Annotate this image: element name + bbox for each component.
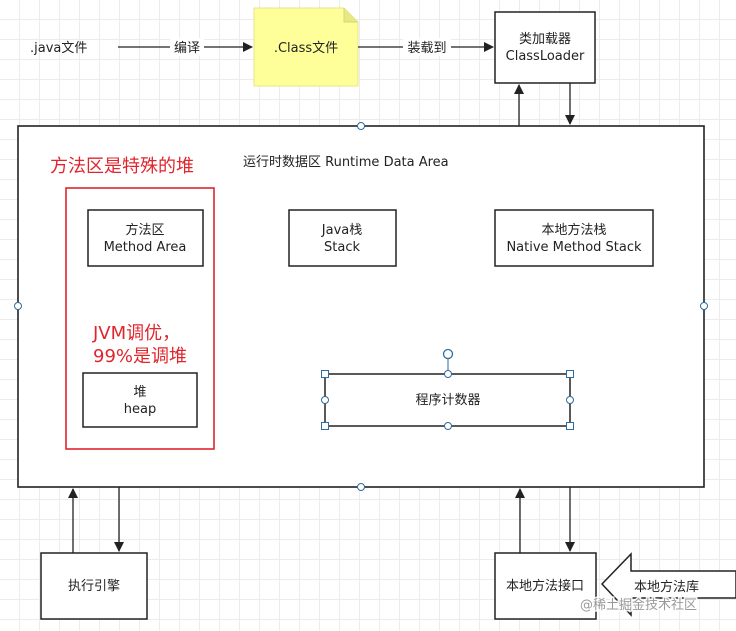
rotate-handle[interactable] [442,348,454,360]
native-interface-label: 本地方法接口 [506,578,584,594]
java-stack-box[interactable]: Java栈 Stack [288,209,397,267]
tuning-note-line1: JVM调优， [92,323,180,344]
runtime-area-title: 运行时数据区 Runtime Data Area [243,155,449,170]
java-stack-cn: Java栈 [321,223,362,238]
java-stack-en: Stack [324,240,360,255]
native-library-arrow[interactable]: 本地方法库 [600,552,736,617]
method-area-box[interactable]: 方法区 Method Area [87,209,204,267]
heap-cn: 堆 [133,385,146,400]
load-edge: 装载到 [358,38,494,56]
class-loader-box[interactable]: 类加载器 ClassLoader [494,11,596,84]
heap-box[interactable]: 堆 heap [82,372,198,428]
method-area-cn: 方法区 [125,222,164,238]
heap-highlight-frame [65,187,215,450]
resize-handle-tr[interactable] [566,370,574,378]
runtime-data-area[interactable]: 运行时数据区 Runtime Data Area [14,122,708,491]
native-interface-box[interactable]: 本地方法接口 [494,552,597,620]
native-stack-cn: 本地方法栈 [541,222,606,238]
watermark: @稀土掘金技术社区 [580,597,697,613]
method-area-note: 方法区是特殊的堆 [50,156,194,177]
native-library-label: 本地方法库 [634,579,699,595]
class-file-label: .Class文件 [274,41,338,56]
load-label: 装载到 [407,41,446,56]
compile-label: 编译 [174,41,200,56]
tuning-note-line2: 99%是调堆 [93,346,187,367]
class-file-note[interactable]: .Class文件 [253,7,359,87]
method-area-en: Method Area [104,240,187,255]
resize-handle-bl[interactable] [321,422,329,430]
program-counter-label: 程序计数器 [415,393,480,408]
class-loader-cn: 类加载器 [519,32,571,47]
execution-engine-box[interactable]: 执行引擎 [40,552,148,620]
resize-handle-br[interactable] [566,422,574,430]
compile-edge: 编译 [118,38,253,56]
native-stack-en: Native Method Stack [506,240,642,255]
java-file-label: .java文件 [30,41,87,56]
program-counter-box[interactable]: 程序计数器 [321,348,574,430]
resize-handle-tl[interactable] [321,370,329,378]
watermark-halo: @稀土掘金技术社区 [580,597,697,613]
class-loader-en: ClassLoader [506,49,585,64]
native-method-stack-box[interactable]: 本地方法栈 Native Method Stack [494,209,654,267]
execution-engine-label: 执行引擎 [68,579,120,594]
heap-en: heap [124,402,156,417]
